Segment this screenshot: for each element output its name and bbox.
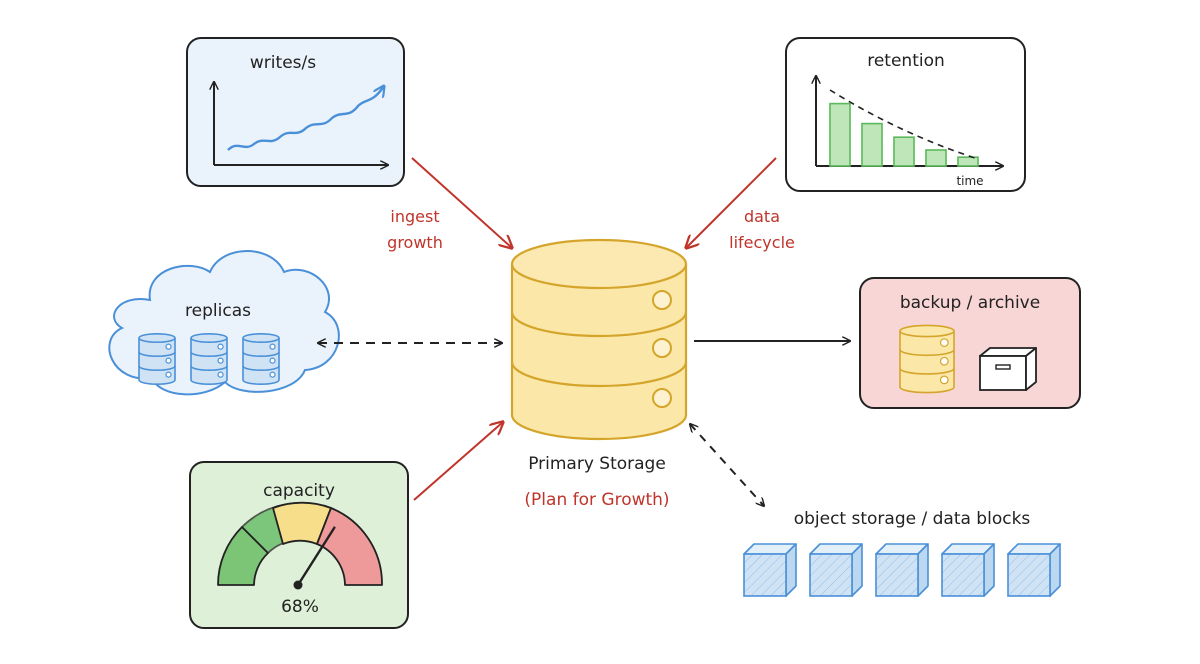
object-storage-arrow — [690, 424, 764, 506]
data-block — [1007, 543, 1061, 597]
retention-bar — [925, 149, 947, 167]
primary-storage-title: Primary Storage — [528, 454, 666, 474]
object-storage-group: object storage / data blocks — [743, 509, 1061, 597]
database-icon — [510, 238, 688, 441]
growth-label: growth — [387, 233, 443, 252]
primary-storage: Primary Storage (Plan for Growth) — [510, 238, 688, 510]
capacity-value: 68% — [281, 597, 319, 617]
capacity-panel: capacity 68% — [189, 461, 409, 629]
retention-axis-label: time — [956, 174, 983, 188]
ingest-growth-arrow: ingest growth — [387, 157, 512, 252]
database-icon — [242, 332, 280, 385]
database-icon — [138, 332, 176, 385]
gauge-needle — [296, 526, 336, 587]
ingest-label: ingest — [390, 207, 439, 226]
lifecycle-label: lifecycle — [729, 233, 795, 252]
replicas-title: replicas — [185, 301, 251, 321]
replicas-cloud: replicas — [108, 250, 340, 396]
retention-bars — [829, 102, 979, 167]
data-label: data — [744, 207, 780, 226]
capacity-gauge — [217, 501, 383, 590]
database-icon — [899, 324, 955, 394]
data-block — [743, 543, 797, 597]
backup-panel: backup / archive — [859, 277, 1081, 409]
retention-bar — [829, 102, 851, 167]
writes-title: writes/s — [250, 53, 316, 73]
retention-decay-curve — [829, 89, 976, 159]
primary-storage-subtitle: (Plan for Growth) — [524, 490, 669, 510]
retention-bar — [957, 156, 979, 167]
replica-databases — [138, 332, 280, 385]
object-storage-title: object storage / data blocks — [794, 509, 1031, 529]
box-icon — [979, 347, 1037, 391]
retention-panel: retention time — [785, 37, 1026, 192]
backup-title: backup / archive — [900, 293, 1040, 313]
data-block — [809, 543, 863, 597]
data-blocks — [743, 543, 1061, 597]
line-chart-icon — [214, 82, 388, 165]
writes-panel: writes/s — [186, 37, 405, 187]
data-block — [875, 543, 929, 597]
retention-bar — [861, 122, 883, 167]
retention-title: retention — [867, 51, 945, 71]
data-lifecycle-arrow: data lifecycle — [686, 157, 795, 252]
data-block — [941, 543, 995, 597]
database-icon-body — [899, 324, 955, 394]
capacity-title: capacity — [263, 481, 335, 501]
retention-bar — [893, 136, 915, 167]
database-icon — [190, 332, 228, 385]
capacity-arrow — [413, 422, 503, 501]
